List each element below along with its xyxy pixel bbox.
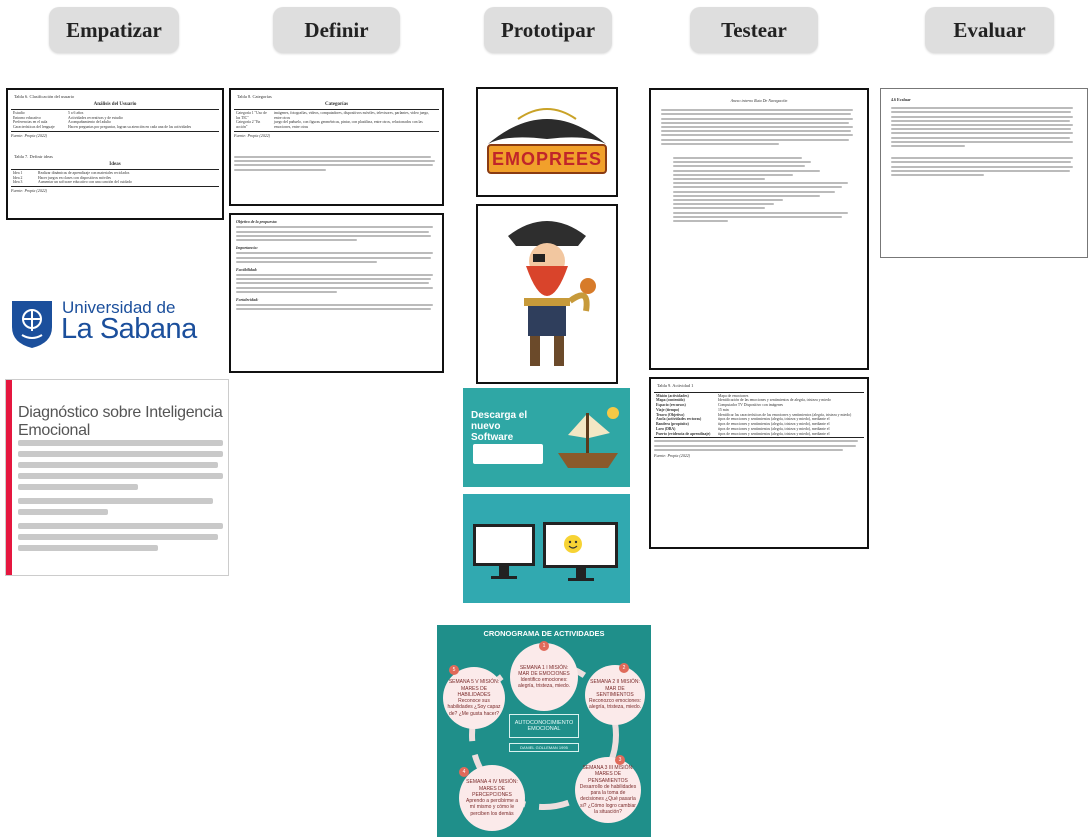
week-bubble-4: SEMANA 4 IV MISIÓN: MARES DE PERCEPCIONE… (459, 765, 525, 831)
table-header: Análisis del Usuario (93, 101, 137, 107)
stage-label: Empatizar (66, 17, 162, 42)
activity-table: Tabla 9. Actividad 1 Misión (actividades… (649, 377, 869, 549)
week-number: 2 (619, 663, 629, 673)
table-caption: Tabla 7. Definir ideas (14, 154, 53, 159)
ship-icon (558, 407, 619, 468)
table-header: Categorías (324, 101, 349, 107)
navigation-route-doc: Anexo interno Ruta De Navegación (649, 88, 869, 370)
emoprees-text: EMOPREES (491, 149, 603, 169)
heading-objetivo: Objetivo de la propuesta: (236, 219, 278, 224)
pirate-hat-icon (487, 108, 607, 174)
stage-label: Prototipar (500, 17, 596, 42)
cycle-ring-icon (469, 660, 619, 810)
diagnostic-slide: Diagnóstico sobre Inteligencia Emocional (6, 380, 228, 575)
table-caption: Tabla 8. Categorías (237, 94, 272, 99)
table-source: Fuente: Propia (2022) (234, 132, 271, 138)
doc-title: Anexo interno Ruta De Navegación (730, 98, 788, 103)
stage-label: Evaluar (953, 17, 1026, 42)
emoprees-logo-image: EMOPREES (476, 87, 618, 197)
table-caption: Tabla 6. Clasificación del usuario (14, 94, 75, 99)
stage-prototipar: Prototipar (484, 7, 612, 53)
week-number: 5 (449, 665, 459, 675)
week-number: 1 (539, 641, 549, 651)
heading-fortalecidad: Fortalecidad: (236, 296, 259, 302)
stage-testear: Testear (690, 7, 818, 53)
slide-title: Diagnóstico sobre Inteligencia Emocional (18, 404, 223, 439)
week-bubble-2: SEMANA 2 II MISIÓN: MAR DE SENTIMIENTOS … (585, 665, 645, 725)
activity-list: Misión (actividades)Mapa de emociones Ma… (656, 393, 852, 436)
table-source: Fuente: Propia (2022) (11, 188, 48, 194)
week-number: 3 (615, 755, 625, 765)
screen-title: Descarga el nuevo Software (471, 410, 528, 443)
stage-label: Definir (304, 17, 369, 42)
activity-schedule: CRONOGRAMA DE ACTIVIDADES SEMANA 1 I MIS… (437, 625, 651, 837)
stage-definir: Definir (273, 7, 400, 53)
stage-empatizar: Empatizar (49, 7, 179, 53)
pirate-character-image (476, 204, 618, 384)
week-bubble-3: SEMANA 3 III MISIÓN: MARES DE PENSAMIENT… (575, 757, 641, 823)
sabana-shield-icon (12, 301, 52, 348)
smiley-icon (564, 535, 582, 553)
pirate-icon (508, 221, 596, 366)
doc-title: 4.6 Evaluar (891, 97, 911, 102)
week-number: 4 (459, 767, 469, 777)
categories-list: Categoría 1 "Uso de las TIC"imágenes, fo… (236, 110, 430, 130)
accent-bar (6, 380, 12, 575)
heading-factibilidad: Factibilidad: (236, 266, 258, 272)
center-label: AUTOCONOCIMIENTO EMOCIONAL (509, 714, 579, 738)
heading-importancia: Importancia: (236, 244, 258, 250)
stage-evaluar: Evaluar (925, 7, 1054, 53)
logo-line1: Universidad de (62, 298, 176, 317)
university-logo: Universidad de La Sabana (8, 295, 223, 350)
evaluation-doc: 4.6 Evaluar (880, 88, 1088, 258)
schedule-title: CRONOGRAMA DE ACTIVIDADES (483, 629, 605, 638)
computers-mockup-screen (463, 494, 630, 603)
week-bubble-5: SEMANA 5 V MISIÓN: MARES DE HABILIDADES … (443, 667, 505, 729)
logo-line2: La Sabana (61, 313, 197, 345)
proposal-text: Objetivo de la propuesta: Importancia: F… (229, 213, 444, 373)
user-analysis-table: Tabla 6. Clasificación del usuario Análi… (6, 88, 224, 220)
table-source: Fuente: Propia (2022) (11, 132, 48, 138)
software-download-screen: Descarga el nuevo Software (463, 388, 630, 487)
table-caption: Tabla 9. Actividad 1 (657, 383, 694, 388)
stage-label: Testear (721, 17, 787, 42)
week-bubble-1: SEMANA 1 I MISIÓN: MAR DE EMOCIONES Iden… (510, 643, 578, 711)
categories-table: Tabla 8. Categorías Categorías Categoría… (229, 88, 444, 206)
center-sublabel: DANIEL GOLLEMAN 1995 (509, 743, 579, 752)
table-header: Ideas (109, 161, 121, 167)
table-source: Fuente: Propia (2022) (654, 452, 691, 458)
